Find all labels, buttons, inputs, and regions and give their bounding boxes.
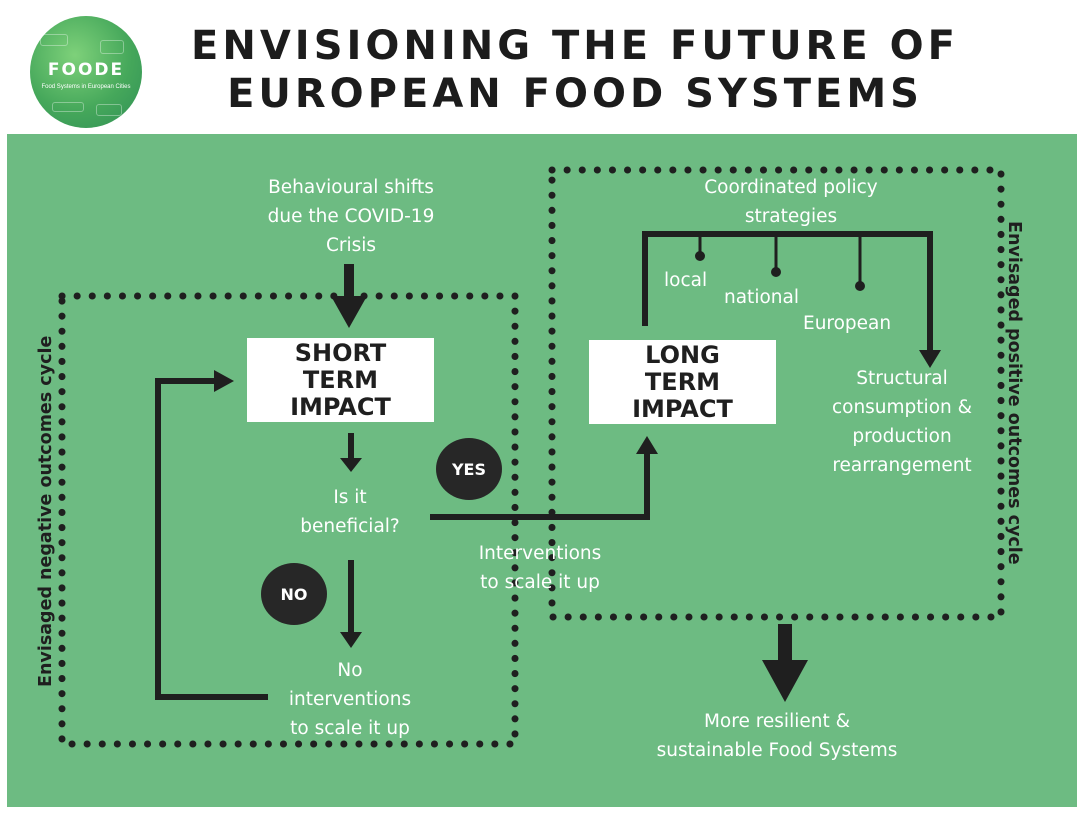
logo-tagline: Food Systems in European Cities <box>41 84 131 90</box>
feedback-loop-arrow <box>155 370 268 700</box>
structural-text: Structural consumption & production rear… <box>831 368 973 476</box>
short-to-question-arrow <box>340 433 362 472</box>
final-outcome-arrow <box>762 624 808 702</box>
positive-cycle-label: Envisaged positive outcomes cycle <box>1004 221 1024 565</box>
negative-cycle-label: Envisaged negative outcomes cycle <box>36 335 56 687</box>
long-term-impact-box: LONG TERM IMPACT <box>589 340 776 424</box>
no-badge: NO <box>261 563 327 625</box>
question-text: Is it beneficial? <box>300 487 400 537</box>
trigger-arrow <box>331 264 367 328</box>
policy-level-national: national <box>724 287 799 308</box>
policy-heading: Coordinated policy strategies <box>704 177 878 227</box>
question-to-no-arrow <box>340 560 362 648</box>
policy-bracket <box>642 231 941 368</box>
no-outcome-text: No interventions to scale it up <box>288 660 412 739</box>
trigger-text: Behavioural shifts due the COVID-19 Cris… <box>267 177 435 256</box>
positive-cycle-frame <box>548 166 1005 621</box>
yes-path-arrow <box>430 436 658 520</box>
short-term-impact-box: SHORT TERM IMPACT <box>247 338 434 422</box>
page-title-text: ENVISIONING THE FUTURE OF EUROPEAN FOOD … <box>191 23 959 117</box>
page-title: ENVISIONING THE FUTURE OF EUROPEAN FOOD … <box>180 22 970 118</box>
policy-level-european: European <box>803 313 892 334</box>
yes-badge: YES <box>436 438 502 500</box>
final-outcome-text: More resilient & sustainable Food System… <box>656 711 898 761</box>
logo: FOODE Food Systems in European Cities <box>30 16 142 128</box>
policy-level-local: local <box>664 270 708 291</box>
yes-outcome-text: Interventions to scale it up <box>478 543 602 593</box>
logo-wordmark: FOODE <box>47 60 125 80</box>
